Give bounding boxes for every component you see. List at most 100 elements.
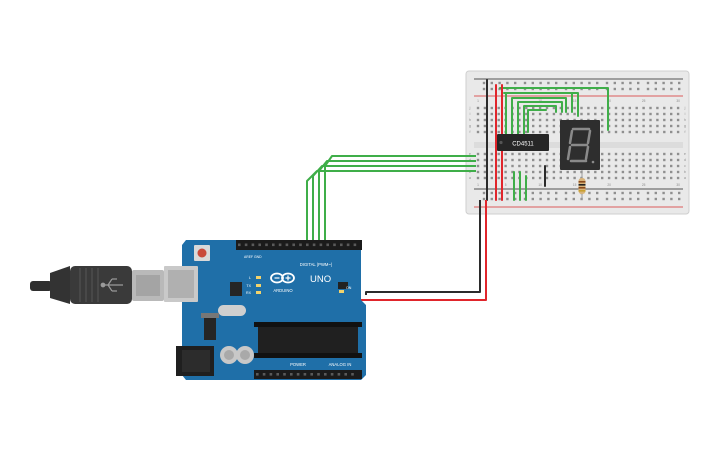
breadboard-hole[interactable] [670, 87, 673, 91]
breadboard-hole[interactable] [483, 164, 487, 168]
breadboard-hole[interactable] [497, 106, 500, 110]
breadboard-hole[interactable] [552, 170, 556, 174]
breadboard-hole[interactable] [607, 152, 611, 156]
breadboard-hole[interactable] [539, 81, 542, 85]
header-pin[interactable] [340, 243, 343, 247]
breadboard-hole[interactable] [545, 106, 549, 110]
breadboard-hole[interactable] [490, 158, 493, 162]
breadboard-hole[interactable] [482, 191, 486, 195]
breadboard-hole[interactable] [628, 152, 631, 156]
breadboard-hole[interactable] [607, 158, 611, 162]
breadboard-hole[interactable] [490, 197, 493, 201]
breadboard-hole[interactable] [670, 112, 673, 116]
breadboard-hole[interactable] [663, 164, 666, 168]
breadboard-hole[interactable] [629, 87, 632, 91]
breadboard-hole[interactable] [656, 164, 659, 168]
breadboard-hole[interactable] [572, 81, 575, 85]
breadboard-hole[interactable] [545, 152, 549, 156]
breadboard-hole[interactable] [483, 152, 487, 156]
breadboard-hole[interactable] [532, 130, 535, 134]
breadboard-hole[interactable] [621, 87, 624, 91]
breadboard-hole[interactable] [564, 81, 568, 85]
breadboard-hole[interactable] [497, 152, 500, 156]
breadboard-hole[interactable] [628, 164, 631, 168]
breadboard-hole[interactable] [656, 170, 659, 174]
breadboard-hole[interactable] [518, 112, 521, 116]
breadboard-hole[interactable] [555, 197, 558, 201]
breadboard-hole[interactable] [497, 112, 500, 116]
breadboard-hole[interactable] [614, 106, 618, 110]
breadboard-hole[interactable] [490, 87, 493, 91]
breadboard-hole[interactable] [614, 170, 618, 174]
header-pin[interactable] [296, 373, 300, 376]
breadboard-hole[interactable] [614, 164, 618, 168]
breadboard-hole[interactable] [538, 106, 542, 110]
breadboard-hole[interactable] [642, 152, 645, 156]
header-pin[interactable] [303, 373, 307, 376]
breadboard-hole[interactable] [670, 124, 673, 128]
breadboard-hole[interactable] [601, 158, 604, 162]
breadboard-hole[interactable] [676, 118, 680, 122]
breadboard-hole[interactable] [601, 106, 604, 110]
breadboard-hole[interactable] [538, 170, 542, 174]
breadboard-hole[interactable] [588, 197, 591, 201]
breadboard-hole[interactable] [656, 124, 659, 128]
breadboard-hole[interactable] [601, 112, 604, 116]
breadboard-hole[interactable] [559, 112, 562, 116]
breadboard-hole[interactable] [642, 106, 645, 110]
breadboard-hole[interactable] [490, 176, 493, 180]
breadboard-hole[interactable] [476, 118, 480, 122]
header-pin[interactable] [272, 243, 275, 247]
breadboard-hole[interactable] [525, 158, 528, 162]
breadboard-hole[interactable] [545, 170, 549, 174]
breadboard-hole[interactable] [607, 164, 611, 168]
breadboard-hole[interactable] [614, 130, 618, 134]
seven-segment-display[interactable] [560, 120, 600, 170]
breadboard-hole[interactable] [518, 130, 521, 134]
breadboard-hole[interactable] [559, 118, 562, 122]
breadboard-hole[interactable] [656, 106, 659, 110]
breadboard-hole[interactable] [662, 81, 665, 85]
breadboard-hole[interactable] [663, 124, 666, 128]
breadboard-hole[interactable] [635, 164, 638, 168]
header-pin[interactable] [278, 243, 282, 247]
breadboard-hole[interactable] [614, 118, 618, 122]
breadboard-hole[interactable] [497, 164, 500, 168]
breadboard-hole[interactable] [628, 124, 631, 128]
cd4511-chip[interactable]: CD4511 [497, 134, 549, 151]
header-pin[interactable] [337, 373, 341, 376]
breadboard-hole[interactable] [518, 118, 521, 122]
header-pin[interactable] [299, 243, 302, 247]
breadboard-hole[interactable] [656, 118, 659, 122]
breadboard-hole[interactable] [670, 152, 673, 156]
breadboard-hole[interactable] [628, 106, 631, 110]
breadboard-hole[interactable] [538, 124, 542, 128]
usb-cable[interactable] [30, 266, 164, 304]
breadboard-hole[interactable] [476, 106, 480, 110]
breadboard-hole[interactable] [676, 176, 680, 180]
breadboard-hole[interactable] [587, 176, 590, 180]
breadboard-hole[interactable] [511, 170, 514, 174]
breadboard-hole[interactable] [670, 176, 673, 180]
breadboard-hole[interactable] [525, 106, 528, 110]
header-pin[interactable] [306, 243, 309, 247]
breadboard-hole[interactable] [629, 197, 632, 201]
breadboard-hole[interactable] [552, 118, 556, 122]
breadboard-hole[interactable] [663, 152, 666, 156]
breadboard-hole[interactable] [663, 130, 666, 134]
breadboard-hole[interactable] [670, 106, 673, 110]
breadboard-hole[interactable] [676, 106, 680, 110]
breadboard-hole[interactable] [532, 112, 535, 116]
breadboard-hole[interactable] [539, 191, 542, 195]
breadboard-hole[interactable] [649, 170, 652, 174]
breadboard-hole[interactable] [506, 197, 509, 201]
breadboard-hole[interactable] [642, 118, 645, 122]
breadboard-hole[interactable] [525, 118, 528, 122]
breadboard-hole[interactable] [532, 158, 535, 162]
breadboard-hole[interactable] [662, 191, 665, 195]
breadboard-hole[interactable] [497, 176, 500, 180]
breadboard-hole[interactable] [676, 112, 680, 116]
breadboard-hole[interactable] [594, 170, 597, 174]
breadboard-hole[interactable] [547, 197, 550, 201]
header-pin[interactable] [310, 373, 313, 376]
